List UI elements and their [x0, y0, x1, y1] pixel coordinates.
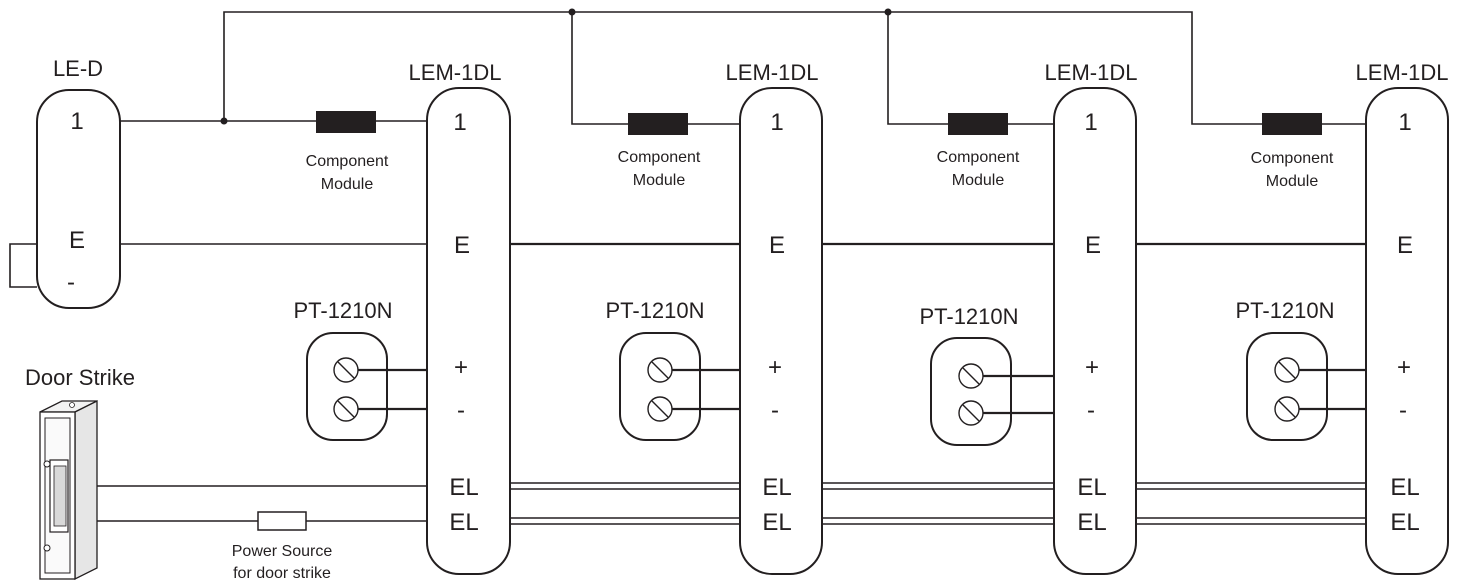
component-module-label-line1: Component: [306, 153, 389, 170]
lem-terminal-1: 1: [1084, 109, 1097, 136]
component-module-label-line1: Component: [1251, 150, 1334, 167]
lem-terminal-plus: +: [454, 354, 468, 381]
lem-terminal-e: E: [1085, 232, 1101, 259]
le-d-terminal-minus: -: [67, 269, 75, 296]
lem-terminal-el1: EL: [762, 474, 791, 501]
lem-unit-4: LEM-1DL 1 E + - EL EL: [1356, 60, 1449, 575]
lem-terminal-el2: EL: [1077, 509, 1106, 536]
lem-label: LEM-1DL: [1045, 60, 1138, 85]
lem-terminal-1: 1: [1398, 109, 1411, 136]
lem-terminal-el2: EL: [1390, 509, 1419, 536]
lem-unit-3: LEM-1DL 1 E + - EL EL: [1045, 60, 1138, 575]
component-module-label-line1: Component: [937, 149, 1020, 166]
lem-terminal-e: E: [1397, 232, 1413, 259]
power-source: Power Source for door strike: [232, 511, 333, 582]
lem-terminal-plus: +: [1397, 354, 1411, 381]
lem-terminal-el1: EL: [1077, 474, 1106, 501]
power-supply-label: PT-1210N: [1235, 298, 1334, 323]
lem-label: LEM-1DL: [726, 60, 819, 85]
lem-terminal-plus: +: [1085, 354, 1099, 381]
component-module-label-line2: Module: [321, 176, 374, 193]
component-module-label-line2: Module: [952, 172, 1005, 189]
component-module-1: Component Module: [306, 111, 389, 193]
lem-label: LEM-1DL: [1356, 60, 1449, 85]
lem-unit-2: LEM-1DL 1 E + - EL EL: [726, 60, 823, 575]
lem-terminal-e: E: [769, 232, 785, 259]
power-supply-4: PT-1210N: [1235, 298, 1366, 441]
door-strike: Door Strike: [25, 365, 135, 581]
power-supply-label: PT-1210N: [293, 298, 392, 323]
le-d-terminal-1: 1: [70, 108, 83, 135]
power-supply-label: PT-1210N: [605, 298, 704, 323]
component-module-4: Component Module: [1251, 113, 1334, 190]
lem-terminal-el2: EL: [762, 509, 791, 536]
component-module-label-line1: Component: [618, 149, 701, 166]
power-supply-label: PT-1210N: [919, 304, 1018, 329]
lem-terminal-minus: -: [457, 397, 465, 424]
lem-label: LEM-1DL: [409, 60, 502, 85]
lem-terminal-1: 1: [453, 109, 466, 136]
power-source-label-line2: for door strike: [233, 565, 331, 582]
component-module-2: Component Module: [618, 113, 701, 189]
le-d-unit: LE-D 1 E -: [9, 56, 121, 309]
lem-unit-1: LEM-1DL 1 E + - EL EL: [409, 60, 511, 575]
lem-terminal-el1: EL: [1390, 474, 1419, 501]
lem-terminal-el2: EL: [449, 509, 478, 536]
component-module-3: Component Module: [937, 113, 1020, 189]
lem-terminal-minus: -: [1399, 397, 1407, 424]
lem-terminal-e: E: [454, 232, 470, 259]
power-supply-1: PT-1210N: [293, 298, 427, 441]
lem-terminal-1: 1: [770, 109, 783, 136]
door-strike-label: Door Strike: [25, 365, 135, 390]
le-d-terminal-e: E: [69, 227, 85, 254]
power-supply-3: PT-1210N: [919, 304, 1054, 446]
lem-terminal-minus: -: [1087, 397, 1095, 424]
top-bus: [220, 8, 1262, 125]
power-source-label-line1: Power Source: [232, 543, 333, 560]
lem-terminal-plus: +: [768, 354, 782, 381]
el-bus: [97, 482, 1366, 525]
lem-terminal-el1: EL: [449, 474, 478, 501]
component-module-label-line2: Module: [1266, 173, 1319, 190]
power-supply-2: PT-1210N: [605, 298, 740, 441]
component-module-label-line2: Module: [633, 172, 686, 189]
le-d-label: LE-D: [53, 56, 103, 81]
lem-terminal-minus: -: [771, 397, 779, 424]
